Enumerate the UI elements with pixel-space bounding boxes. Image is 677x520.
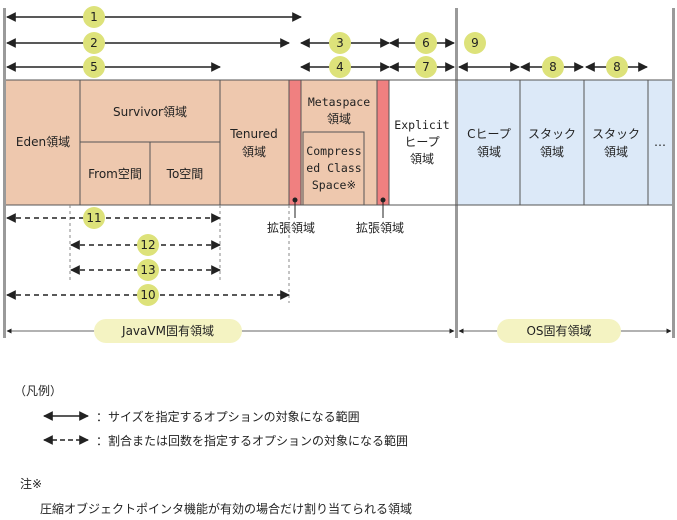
ccs-label-2: ed Class	[306, 161, 361, 175]
badge-1	[83, 6, 105, 28]
stack-region-2	[584, 80, 648, 205]
javavm-label: JavaVM固有領域	[121, 323, 214, 338]
explicit-label-3: 領域	[410, 151, 434, 166]
middle-boundary	[455, 8, 458, 338]
badge-8a	[542, 56, 564, 78]
badge-11	[83, 207, 105, 229]
badge-13	[137, 259, 159, 281]
from-space	[80, 142, 150, 205]
svg-text:6: 6	[422, 36, 430, 50]
svg-text:1: 1	[90, 10, 98, 24]
stack1-label-1: スタック	[528, 127, 576, 141]
badge-7	[415, 56, 437, 78]
c-heap-label-1: Cヒープ	[467, 127, 511, 141]
svg-text:12: 12	[140, 238, 155, 252]
stack-region-1	[520, 80, 584, 205]
expand-region-2	[377, 80, 389, 205]
metaspace-label-2: 領域	[327, 111, 351, 126]
to-label: To空間	[166, 167, 204, 181]
badge-6	[415, 32, 437, 54]
note-text: 圧縮オブジェクトポインタ機能が有効の場合だけ割り当てられる領域	[40, 502, 413, 516]
from-label: From空間	[88, 167, 142, 181]
svg-text:10: 10	[140, 288, 155, 302]
svg-text:8: 8	[613, 60, 621, 74]
left-boundary	[3, 8, 6, 338]
legend-dashed-text: ：割合または回数を指定するオプションの対象になる範囲	[96, 434, 409, 448]
os-badge	[497, 319, 621, 343]
tenured-label-2: 領域	[242, 144, 266, 159]
eden-region	[6, 80, 80, 205]
svg-text:13: 13	[140, 263, 155, 277]
badge-9	[464, 32, 486, 54]
svg-text:8: 8	[549, 60, 557, 74]
ccs-label-3: Space※	[312, 178, 356, 192]
c-heap-label-2: 領域	[477, 144, 501, 159]
c-heap-region	[458, 80, 520, 205]
survivor-label: Survivor領域	[113, 104, 187, 119]
more-label: …	[654, 135, 666, 149]
regions	[6, 79, 672, 206]
more-region	[648, 80, 672, 205]
dashed-arrows	[6, 213, 290, 300]
stack2-label-2: 領域	[604, 144, 628, 159]
svg-text:4: 4	[336, 60, 344, 74]
ccs-label-1: Compress	[306, 144, 361, 158]
expand-pointers: 拡張領域 拡張領域	[267, 197, 404, 235]
explicit-label-2: ヒープ	[404, 135, 439, 149]
note-title: 注※	[20, 477, 43, 491]
legend-samples	[43, 411, 89, 445]
explicit-heap-region	[389, 80, 455, 205]
to-space	[150, 142, 220, 205]
badge-8b	[606, 56, 628, 78]
svg-text:11: 11	[86, 211, 101, 225]
scope-arrows: JavaVM固有領域 OS固有領域	[6, 319, 672, 343]
svg-text:7: 7	[422, 60, 430, 74]
legend-title: （凡例）	[14, 384, 63, 398]
legend-solid-text: ：サイズを指定するオプションの対象になる範囲	[96, 410, 360, 424]
javavm-badge	[94, 319, 242, 343]
expand-label-2: 拡張領域	[356, 220, 404, 235]
svg-text:5: 5	[90, 60, 98, 74]
svg-text:9: 9	[471, 36, 479, 50]
explicit-label-1: Explicit	[394, 118, 449, 132]
svg-text:2: 2	[90, 36, 98, 50]
badge-2	[83, 32, 105, 54]
badge-3	[329, 32, 351, 54]
number-badges: 1 2 3 4 5 6 7 8 8 9 10 11 12 13	[83, 6, 628, 306]
expand-region-1	[289, 80, 301, 205]
tenured-region	[220, 80, 289, 205]
region-labels: Eden領域 Survivor領域 From空間 To空間 Tenured 領域…	[16, 95, 666, 192]
right-boundary	[672, 8, 675, 338]
stack1-label-2: 領域	[540, 144, 564, 159]
os-label: OS固有領域	[526, 323, 591, 338]
metaspace-label-1: Metaspace	[308, 95, 370, 109]
ccs-region	[302, 131, 365, 206]
badge-10	[137, 284, 159, 306]
expand-label-1: 拡張領域	[267, 220, 315, 235]
badge-12	[137, 234, 159, 256]
eden-label: Eden領域	[16, 134, 70, 149]
svg-text:3: 3	[336, 36, 344, 50]
badge-4	[329, 56, 351, 78]
tenured-label-1: Tenured	[229, 127, 278, 141]
survivor-region	[80, 80, 220, 142]
stack2-label-1: スタック	[592, 127, 640, 141]
badge-5	[83, 56, 105, 78]
